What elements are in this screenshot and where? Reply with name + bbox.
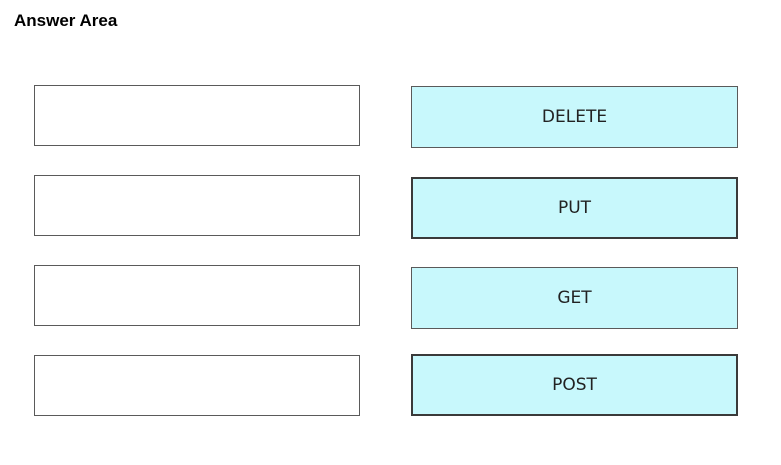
drop-target-1[interactable] <box>34 85 360 146</box>
answer-item-delete[interactable]: DELETE <box>411 86 738 148</box>
drop-target-4[interactable] <box>34 355 360 416</box>
answer-area-title: Answer Area <box>14 11 118 30</box>
answer-item-get[interactable]: GET <box>411 267 738 329</box>
drop-target-2[interactable] <box>34 175 360 236</box>
answer-item-put[interactable]: PUT <box>411 177 738 239</box>
answer-item-post[interactable]: POST <box>411 354 738 416</box>
drop-target-3[interactable] <box>34 265 360 326</box>
